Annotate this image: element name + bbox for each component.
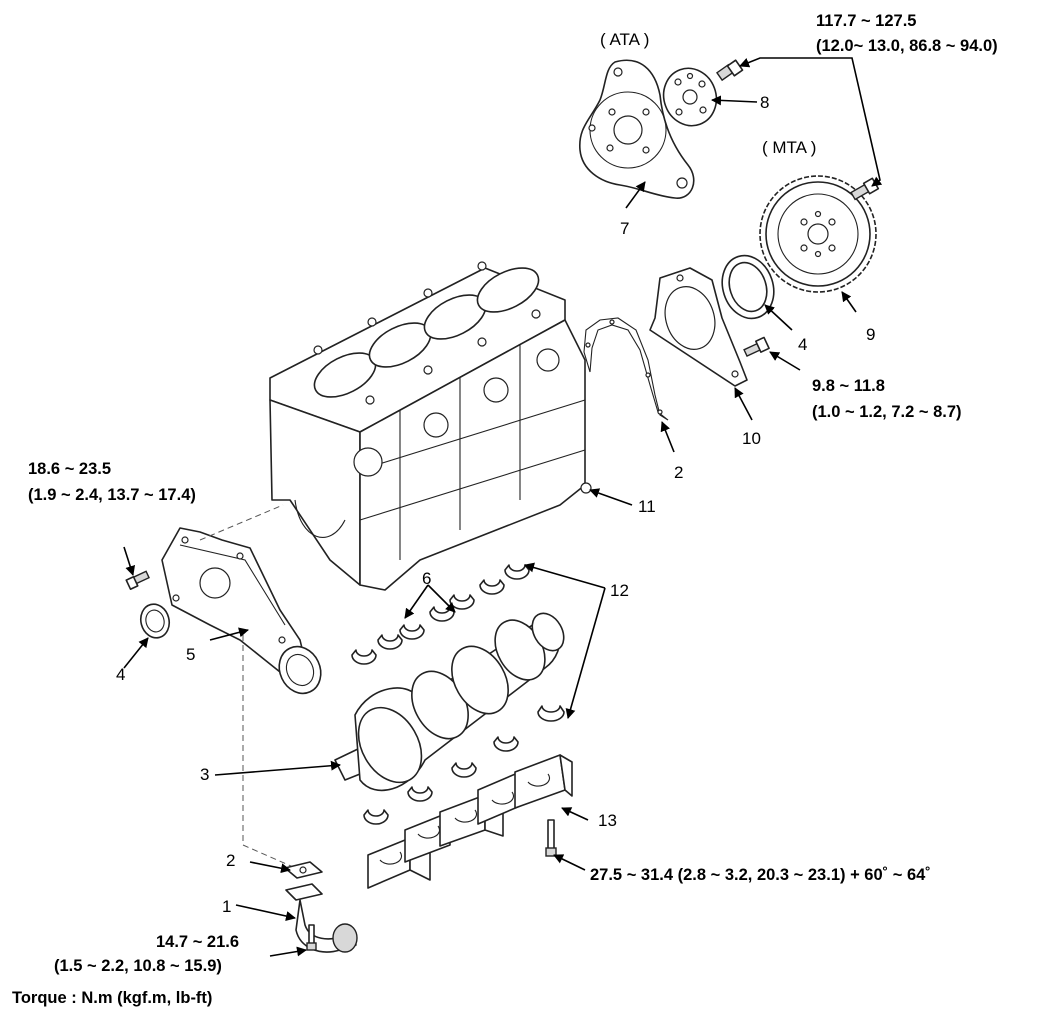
part-number-11: 11	[638, 497, 656, 516]
leader-lines	[123, 57, 883, 957]
torque-rear-seal-nm: 9.8 ~ 11.8	[812, 377, 885, 395]
part-number-13: 13	[598, 811, 617, 830]
cylinder-block	[269, 261, 592, 591]
torque-main-bearing-cap: 27.5 ~ 31.4 (2.8 ~ 3.2, 20.3 ~ 23.1) + 6…	[590, 866, 931, 884]
part-number-1: 1	[222, 897, 231, 916]
rear-oil-seal	[721, 254, 775, 320]
crankshaft	[334, 612, 565, 792]
drive-plate-ata	[579, 59, 695, 199]
flywheel-bolt-ata	[715, 59, 744, 82]
main-bearing-cap-bolt	[545, 819, 557, 857]
torque-unit-caption: Torque : N.m (kgf.m, lb-ft)	[12, 989, 212, 1007]
part-number-6: 6	[422, 569, 431, 588]
part-number-12: 12	[610, 581, 629, 600]
part-number-8: 8	[760, 93, 769, 112]
upper-main-bearings	[351, 564, 530, 665]
rear-case-bolt	[743, 336, 770, 358]
part-number-2-upper: 2	[674, 463, 683, 482]
torque-flywheel-nm: 117.7 ~ 127.5	[816, 12, 916, 30]
torque-rear-seal-alt: (1.0 ~ 1.2, 7.2 ~ 8.7)	[812, 403, 962, 421]
main-bearing-caps	[367, 754, 573, 889]
torque-oil-screen-alt: (1.5 ~ 2.2, 10.8 ~ 15.9)	[54, 957, 222, 975]
part-number-10: 10	[742, 429, 761, 448]
adapter-plate	[662, 67, 718, 127]
flywheel-bolt-mta	[850, 177, 880, 201]
rear-case-gasket	[583, 317, 669, 421]
front-cover-bolt	[125, 570, 150, 591]
part-number-5: 5	[186, 645, 195, 664]
timing-chain-cover-oil-pump	[161, 527, 322, 695]
torque-oil-screen-nm: 14.7 ~ 21.6	[156, 933, 239, 951]
rear-oil-seal-case	[649, 267, 748, 387]
label-ata: ( ATA )	[600, 30, 649, 49]
label-mta: ( MTA )	[762, 138, 816, 157]
part-number-4-front: 4	[116, 665, 125, 684]
part-number-4-rear: 4	[798, 335, 807, 354]
torque-front-cover-nm: 18.6 ~ 23.5	[28, 460, 111, 478]
lower-main-bearings	[363, 705, 565, 825]
part-number-3: 3	[200, 765, 209, 784]
torque-flywheel-alt: (12.0~ 13.0, 86.8 ~ 94.0)	[816, 37, 998, 55]
oil-screen	[285, 883, 358, 953]
front-oil-seal	[139, 603, 171, 639]
part-number-7: 7	[620, 219, 629, 238]
torque-front-cover-alt: (1.9 ~ 2.4, 13.7 ~ 17.4)	[28, 486, 196, 504]
oil-screen-bolt	[306, 924, 317, 951]
oil-screen-gasket	[284, 861, 323, 879]
part-number-2-lower: 2	[226, 851, 235, 870]
part-number-9: 9	[866, 325, 875, 344]
flywheel-mta	[759, 175, 877, 293]
